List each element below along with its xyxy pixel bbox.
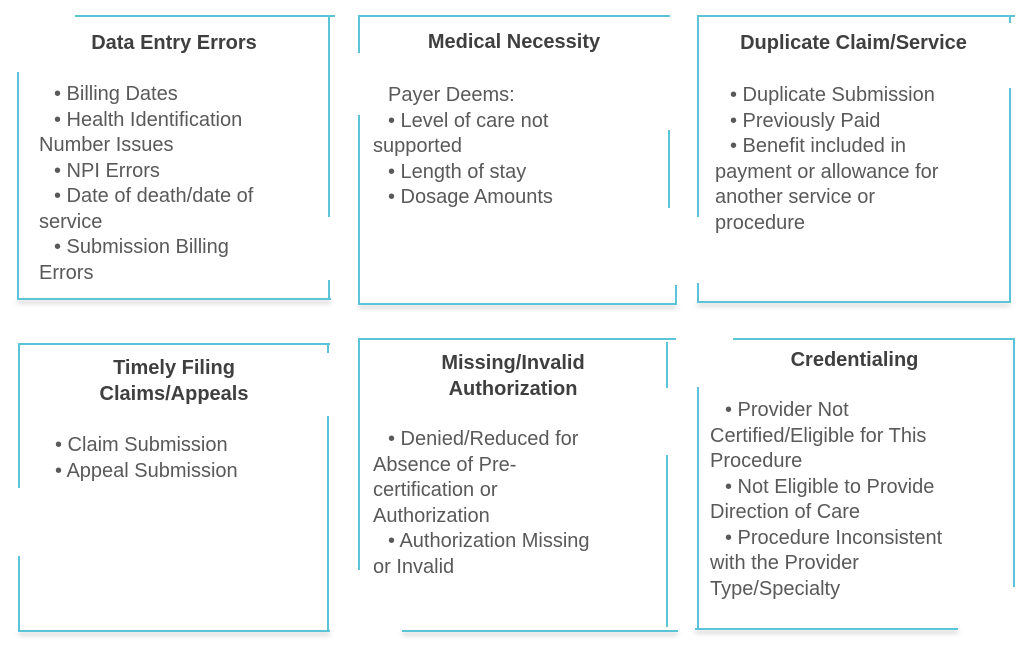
card-border-segment (697, 387, 699, 630)
card-border-segment (18, 556, 20, 632)
card-border-segment (358, 338, 360, 570)
card-border-segment (327, 416, 329, 632)
card-medical-necessity: Medical Necessity Payer Deems: • Level o… (358, 15, 677, 305)
card-body: Payer Deems: • Level of care not support… (358, 83, 608, 211)
bullet-item: • Procedure Inconsistent with the Provid… (710, 526, 943, 600)
card-title: Credentialing (790, 349, 919, 371)
card-duplicate-claim-service: Duplicate Claim/Service • Duplicate Subm… (697, 15, 1015, 303)
card-border-segment (697, 15, 1015, 17)
bullet-item: Payer Deems: (388, 84, 515, 106)
card-border-segment (17, 298, 331, 300)
bullet-item: • Level of care not supported (373, 109, 549, 158)
bullet-item: • Benefit included in payment or allowan… (715, 135, 939, 234)
bullet-item: • Appeal Submission (55, 459, 238, 482)
card-border-segment (1009, 15, 1011, 23)
card-body: • Claim Submission • Appeal Submission (18, 433, 280, 484)
card-title: Medical Necessity (427, 31, 601, 53)
card-border-segment (328, 15, 330, 217)
bullet-item: • NPI Errors (54, 159, 160, 182)
bullet-item: • Submission Billing Errors (39, 236, 229, 284)
card-title: Duplicate Claim/Service (740, 32, 967, 54)
card-body: • Denied/Reduced for Absence of Pre-cert… (358, 427, 608, 580)
bullet-item: • Not Eligible to Provide Direction of C… (710, 475, 935, 524)
card-border-segment (328, 280, 330, 300)
card-border-segment (17, 72, 19, 300)
card-border-segment (733, 338, 1015, 340)
bullet-item: • Claim Submission (55, 434, 228, 456)
card-title: Timely Filing Claims/Appeals (99, 357, 249, 405)
card-border-segment (18, 343, 20, 488)
card-border-segment (695, 628, 958, 630)
card-border-segment (666, 455, 668, 627)
card-border-segment (358, 338, 676, 340)
bullet-item: • Health Identification Number Issues (39, 108, 243, 157)
card-body: • Provider Not Certified/Eligible for Th… (697, 398, 950, 602)
bullet-item: • Denied/Reduced for Absence of Pre-cert… (373, 428, 579, 527)
bullet-item: • Billing Dates (54, 83, 178, 105)
card-border-segment (666, 342, 668, 388)
card-body: • Duplicate Submission • Previously Paid… (697, 83, 955, 236)
card-border-segment (18, 630, 330, 632)
card-body: • Billing Dates • Health Identification … (17, 82, 264, 286)
bullet-item: • Previously Paid (730, 109, 881, 132)
card-border-segment (358, 115, 360, 305)
card-border-segment (358, 303, 677, 305)
card-data-entry-errors: Data Entry Errors • Billing Dates • Heal… (17, 15, 335, 300)
card-border-segment (697, 15, 699, 217)
card-timely-filing-claims-appeals: Timely Filing Claims/Appeals • Claim Sub… (18, 343, 330, 632)
card-title: Data Entry Errors (91, 32, 257, 54)
card-border-segment (668, 130, 670, 208)
card-border-segment (675, 285, 677, 305)
bullet-item: • Date of death/date of service (39, 185, 254, 233)
card-border-segment (358, 15, 670, 17)
card-border-segment (75, 15, 335, 17)
card-border-segment (358, 15, 360, 53)
card-border-segment (697, 283, 699, 303)
bullet-item: • Provider Not Certified/Eligible for Th… (710, 399, 927, 472)
bullet-item: • Length of stay (388, 160, 527, 183)
bullet-item: • Authorization Missing or Invalid (373, 530, 590, 578)
card-border-segment (697, 301, 1010, 303)
card-border-segment (402, 630, 678, 632)
card-border-segment (1009, 88, 1011, 303)
card-missing-invalid-authorization: Missing/Invalid Authorization • Denied/R… (358, 338, 678, 632)
bullet-item: • Duplicate Submission (730, 84, 935, 106)
card-credentialing: Credentialing • Provider Not Certified/E… (695, 338, 1015, 630)
bullet-item: • Dosage Amounts (388, 186, 553, 208)
card-border-segment (1013, 338, 1015, 587)
card-border-segment (327, 343, 329, 353)
card-title: Missing/Invalid Authorization (441, 352, 585, 400)
card-border-segment (18, 343, 330, 345)
